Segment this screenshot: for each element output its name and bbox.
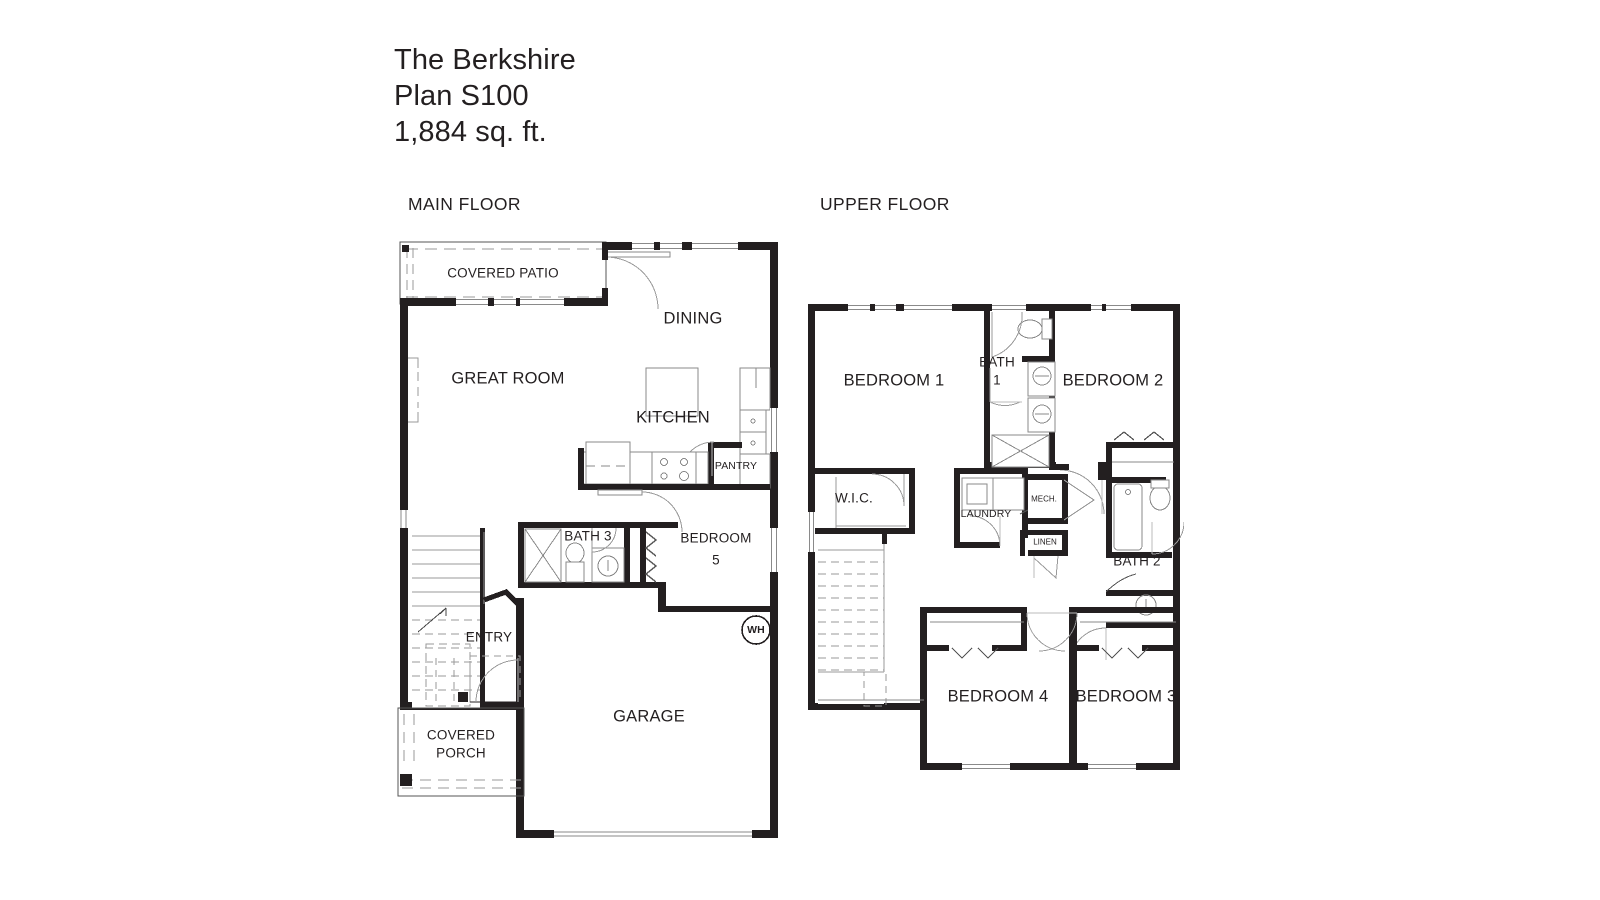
bath2-leader [1105, 573, 1137, 593]
water-heater-symbol [741, 615, 771, 645]
covered-patio-posts [406, 248, 414, 298]
linen-left-jamb [1020, 530, 1025, 556]
bath3-walls [518, 522, 666, 588]
upper-left-window [808, 512, 815, 552]
patio-door [605, 251, 671, 310]
dining-windows [632, 242, 738, 250]
wic-shelf [835, 477, 906, 528]
stairs-direction-arrow [417, 607, 447, 633]
bedroom4-closet-chevrons [930, 621, 1024, 659]
plan-name: The Berkshire [394, 44, 576, 76]
bedroom5-closet-doors [644, 531, 658, 583]
laundry-door [969, 515, 1001, 547]
covered-patio-outline [399, 241, 607, 305]
page-title: The Berkshire Plan S100 1,884 sq. ft. [394, 42, 576, 150]
main-stairs-rails [480, 528, 485, 708]
kitchen-right-window [770, 408, 778, 452]
main-stairs [412, 528, 484, 708]
wic-walls [815, 468, 915, 534]
bath1-doors [989, 311, 1023, 406]
great-room-wall-niche [408, 357, 419, 423]
patio-post-block [402, 245, 409, 252]
plan-area: 1,884 sq. ft. [394, 116, 547, 148]
bedroom5-window [770, 528, 778, 572]
upper-top-windows [848, 304, 1131, 311]
kitchen-cooktop [651, 451, 697, 485]
front-door [469, 655, 521, 703]
bath2-toilet [1149, 479, 1171, 511]
bedroom5-walls [630, 522, 770, 612]
covered-porch-outline [397, 707, 525, 797]
entry-angled-wall [483, 589, 520, 606]
dining-table [645, 367, 699, 417]
mech-walls [1028, 474, 1068, 524]
bath1-sinks [1027, 361, 1056, 433]
garage-door [554, 831, 752, 837]
bath3-shower [524, 528, 562, 583]
upper-bottom-windows [962, 763, 1136, 770]
bath3-sink [591, 547, 625, 583]
main-stairs-guard [425, 532, 485, 707]
upper-floor-plan: BEDROOM 1 BEDROOM 2 BATH 1 BATH 2 W.I.C.… [806, 302, 1184, 774]
bath1-shower [991, 434, 1050, 468]
bedroom2-closet-chevrons [1113, 431, 1165, 441]
bedroom4-closet-walls [927, 607, 1027, 651]
laundry-walls [954, 468, 1028, 548]
bath3-toilet [565, 542, 585, 583]
bedroom2-door-jambs [1055, 462, 1106, 480]
linen-door [1033, 555, 1059, 580]
covered-patio-hatch [406, 248, 602, 298]
kitchen-sink-marks [750, 418, 756, 446]
porch-post-block [400, 774, 412, 786]
front-door-jamb [458, 692, 468, 702]
linen-walls [1028, 530, 1068, 556]
bath2-walls [1106, 442, 1180, 628]
pantry-walls [708, 442, 770, 490]
kitchen-counter-walls [578, 448, 712, 490]
bedroom3-door [1038, 612, 1078, 652]
upper-stairs [818, 542, 887, 707]
wic-door [871, 473, 905, 507]
great-room-windows-top [456, 298, 564, 306]
bedroom3-closet-chevrons [1080, 621, 1176, 659]
bath3-door [591, 527, 617, 553]
entry-walls [516, 598, 524, 610]
plan-number: Plan S100 [394, 80, 529, 112]
bath2-tub [1113, 483, 1143, 551]
kitchen-right-counter [739, 367, 771, 489]
upper-stairs-rail [882, 534, 887, 544]
bath2-doors [1151, 521, 1184, 555]
covered-porch-hatch [402, 714, 522, 789]
main-floor-plan: COVERED PATIO GREAT ROOM DINING KITCHEN … [396, 240, 788, 845]
main-floor-caption: MAIN FLOOR [408, 194, 521, 214]
bedroom3-closet-walls [1069, 607, 1180, 770]
bath1-toilet [1017, 318, 1053, 340]
upper-floor-caption: UPPER FLOOR [820, 194, 950, 214]
great-room-window-left [400, 510, 408, 528]
entry-closet-hatch [435, 658, 455, 702]
mech-doors [1063, 479, 1095, 521]
kitchen-hall-door [597, 489, 683, 533]
laundry-appliances [961, 477, 1025, 511]
